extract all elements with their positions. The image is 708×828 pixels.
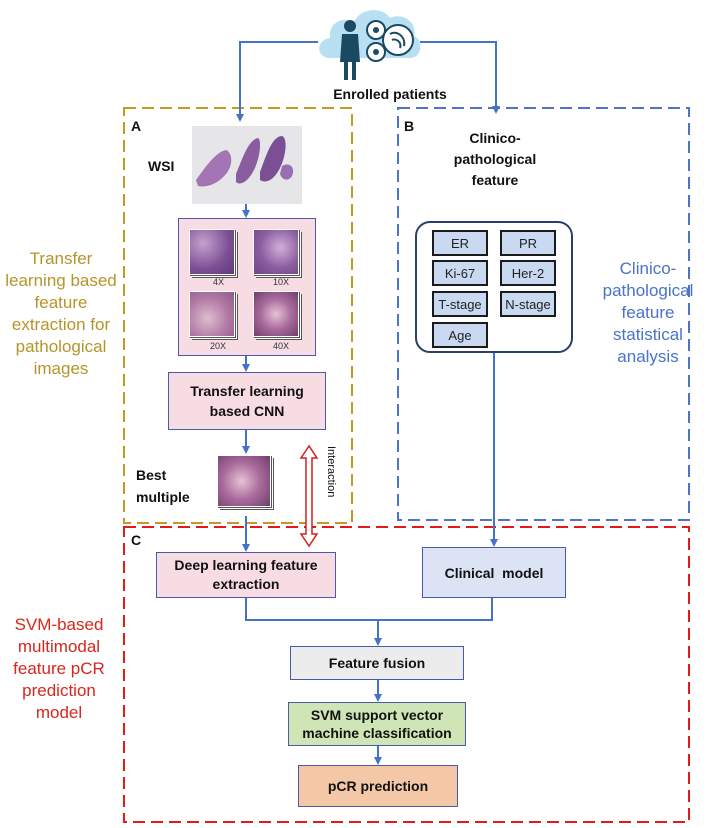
pcr-prediction-box: pCR prediction <box>298 765 458 807</box>
best-multiple-label: Best multiple <box>136 467 190 505</box>
arrow-to-panel-a <box>236 41 318 122</box>
panel-a-frame <box>123 107 353 524</box>
side-label-svm-model: SVM-based multimodal feature pCR predict… <box>13 615 105 722</box>
panel-c-frame <box>123 526 690 823</box>
patch-20x-image <box>189 291 235 337</box>
interaction-text: Interaction <box>325 446 337 498</box>
patch-40x-image <box>253 291 299 337</box>
panel-b-frame <box>397 107 690 521</box>
title-enrolled-patients: Enrolled patients <box>333 86 447 102</box>
mag-4x: 4X <box>213 277 225 287</box>
interaction-double-arrow <box>299 444 319 548</box>
wsi-label: WSI <box>148 158 175 174</box>
feature-ki67: Ki-67 <box>432 260 488 286</box>
panel-c-letter: C <box>131 532 142 548</box>
mag-40x: 40X <box>273 341 290 351</box>
merge-connector <box>245 598 493 621</box>
side-label-clinico-pathological: Clinico-pathological feature statistical… <box>602 259 694 366</box>
mag-20x: 20X <box>210 341 227 351</box>
panel-b-heading: Clinico-pathological feature <box>453 130 537 188</box>
feature-er: ER <box>432 230 488 256</box>
panel-a-letter: A <box>131 118 142 134</box>
patch-10x-image <box>253 229 299 275</box>
best-multiple-image <box>217 455 271 507</box>
side-label-transfer-learning: Transfer learning based feature extracti… <box>5 249 117 378</box>
feature-t-stage: T-stage <box>432 291 488 317</box>
feature-fusion-box: Feature fusion <box>290 646 464 680</box>
patch-4x-image <box>189 229 235 275</box>
cnn-box: Transfer learning based CNN <box>168 372 326 430</box>
deep-learning-box: Deep learning feature extraction <box>156 552 336 598</box>
clinical-model-box: Clinical model <box>422 547 566 598</box>
feature-n-stage: N-stage <box>500 291 556 317</box>
feature-pr: PR <box>500 230 556 256</box>
patch-panel: 4X 10X 20X 40X <box>178 218 316 356</box>
patient-doctor-icon <box>318 0 422 86</box>
feature-her2: Her-2 <box>500 260 556 286</box>
interaction-label: Interaction <box>321 446 337 546</box>
feature-age: Age <box>432 322 488 348</box>
arrow-to-panel-b <box>420 41 500 114</box>
whole-slide-image-icon <box>192 126 302 204</box>
svm-box: SVM support vector machine classificatio… <box>288 702 466 746</box>
mag-10x: 10X <box>273 277 290 287</box>
panel-b-letter: B <box>404 118 415 134</box>
